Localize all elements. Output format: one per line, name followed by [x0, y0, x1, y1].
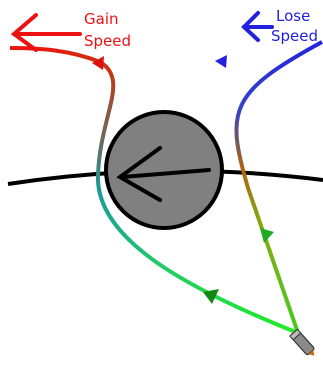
trajectory-direction-arrow-icon: [260, 228, 274, 243]
trajectory-direction-arrow-icon: [92, 56, 104, 70]
trajectory-direction-arrow-icon: [215, 55, 227, 68]
trajectory-direction-arrow-icon: [203, 289, 219, 304]
gain-speed-arrow-icon: [10, 13, 82, 52]
gain-speed-trajectory: [9, 46, 299, 335]
probe-spacecraft-icon: [289, 328, 315, 356]
gain-speed-label-line2: Speed: [84, 32, 131, 50]
planet-motion-arrow-icon: [116, 146, 211, 202]
lose-speed-label-line2: Speed: [271, 27, 318, 45]
lose-speed-arrow-icon: [241, 11, 274, 42]
lose-speed-trajectory: [234, 40, 323, 334]
planet: [104, 110, 224, 230]
lose-speed-label-line1: Lose: [276, 7, 310, 25]
gain-speed-label-line1: Gain: [84, 10, 119, 28]
